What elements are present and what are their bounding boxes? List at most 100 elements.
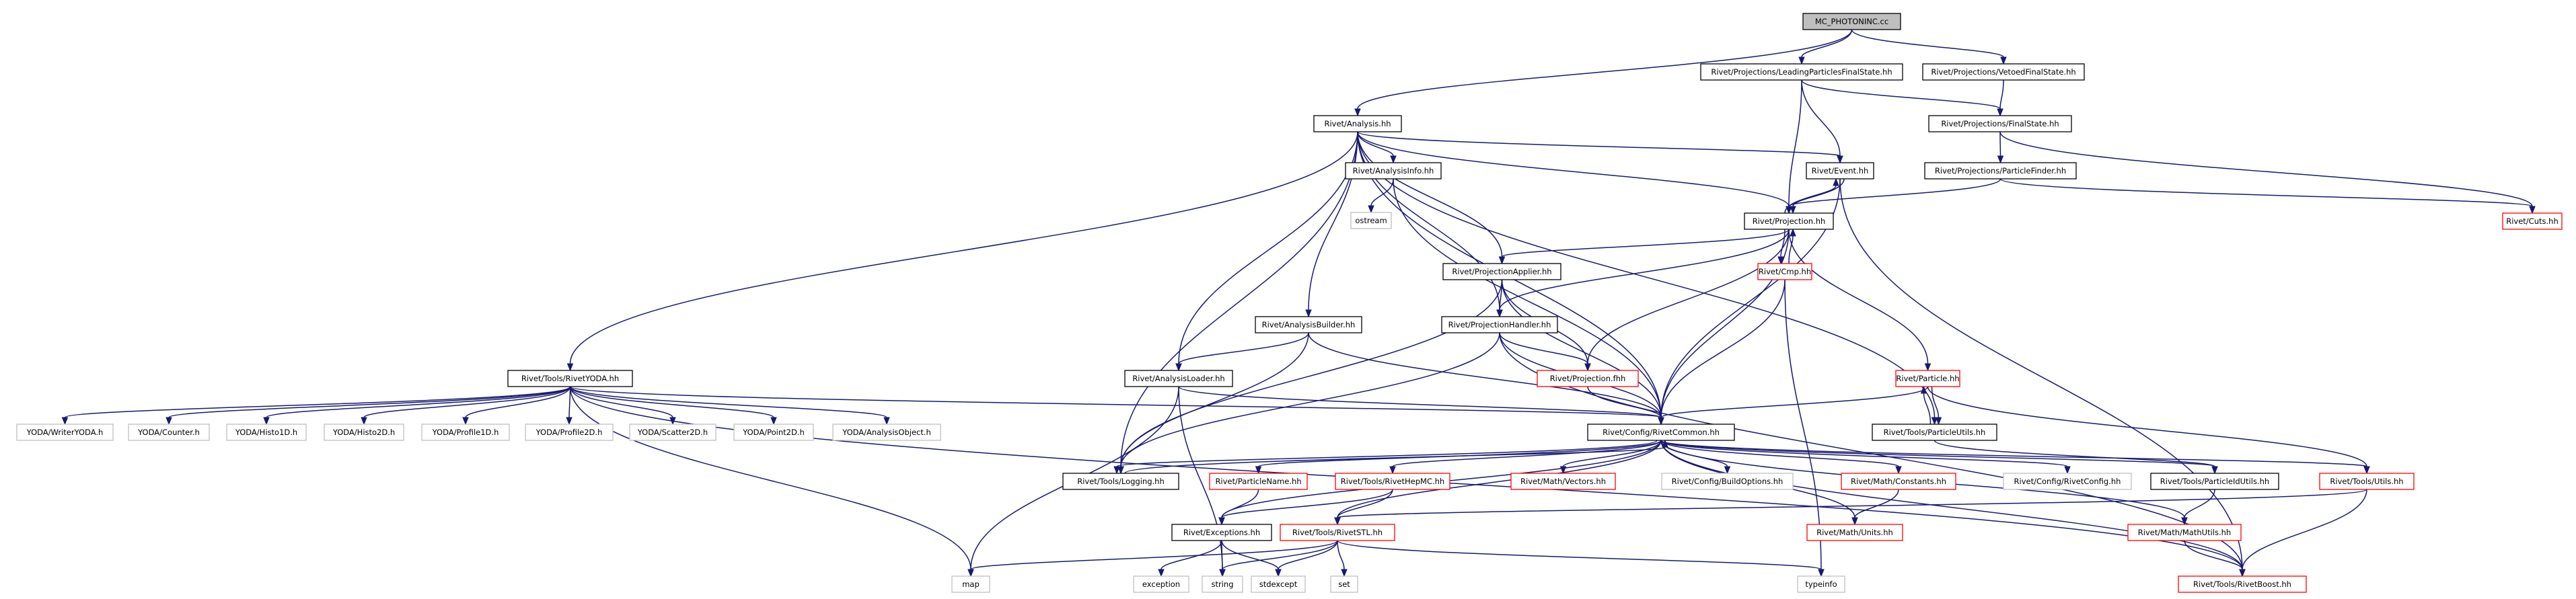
edge-rivetstl-to-set bbox=[1337, 540, 1345, 570]
edge-event-to-projection bbox=[1792, 178, 1845, 207]
arrowhead-rivetyoda-to-histo2d bbox=[361, 417, 367, 426]
node-projectionfhh[interactable]: Rivet/Projection.fhh bbox=[1537, 370, 1639, 387]
node-exceptions[interactable]: Rivet/Exceptions.hh bbox=[1171, 524, 1272, 541]
node-particle[interactable]: Rivet/Particle.hh bbox=[1895, 370, 1960, 387]
node-cmp[interactable]: Rivet/Cmp.hh bbox=[1757, 263, 1812, 280]
node-event[interactable]: Rivet/Event.hh bbox=[1806, 162, 1874, 179]
node-vectors[interactable]: Rivet/Math/Vectors.hh bbox=[1510, 473, 1616, 490]
edge-rivetcommon-to-rivetboost bbox=[1660, 440, 2243, 570]
node-box bbox=[1841, 473, 1956, 490]
edge-mc-photoninc-to-analysis bbox=[1357, 29, 1853, 110]
node-box bbox=[507, 370, 633, 387]
arrowhead-rivetstl-to-string bbox=[1219, 569, 1226, 577]
node-box bbox=[1280, 524, 1395, 541]
edge-projection-to-particle bbox=[1788, 229, 1929, 364]
node-rivethepmc[interactable]: Rivet/Tools/RivetHepMC.hh bbox=[1335, 473, 1450, 490]
node-label: Rivet/Config/BuildOptions.hh bbox=[1672, 477, 1783, 486]
node-label: Rivet/Config/RivetConfig.hh bbox=[2014, 477, 2121, 486]
arrowhead-rivetcommon-to-buildoptions bbox=[1724, 466, 1731, 475]
node-label: typeinfo bbox=[1805, 580, 1837, 589]
node-cuts[interactable]: Rivet/Cuts.hh bbox=[2502, 212, 2563, 230]
node-rivetcommon[interactable]: Rivet/Config/RivetCommon.hh bbox=[1587, 424, 1735, 441]
node-projhandler[interactable]: Rivet/ProjectionHandler.hh bbox=[1441, 316, 1558, 333]
arrowhead-utils-to-rivetstl bbox=[1334, 517, 1341, 526]
node-analysisinfo[interactable]: Rivet/AnalysisInfo.hh bbox=[1345, 162, 1442, 179]
arrowhead-particleidutils-to-mathutils bbox=[2181, 517, 2188, 526]
arrowhead-constants-to-units bbox=[1851, 517, 1858, 526]
node-analysis[interactable]: Rivet/Analysis.hh bbox=[1313, 115, 1402, 132]
node-particleidutils[interactable]: Rivet/Tools/ParticleIdUtils.hh bbox=[2150, 473, 2279, 490]
node-box bbox=[2003, 473, 2132, 490]
node-box bbox=[733, 424, 814, 441]
edge-projection-to-projectionfhh bbox=[1587, 229, 1790, 364]
node-rivetyoda[interactable]: Rivet/Tools/RivetYODA.hh bbox=[507, 370, 633, 387]
node-label: YODA/Histo1D.h bbox=[235, 428, 297, 437]
edge-projapplier-to-rivetcommon bbox=[1501, 279, 1662, 418]
edge-mathutils-to-rivetboost bbox=[2184, 540, 2243, 570]
node-finalstate[interactable]: Rivet/Projections/FinalState.hh bbox=[1928, 115, 2072, 132]
arrowhead-analysis-to-rivetyoda bbox=[566, 363, 574, 372]
node-map: map bbox=[951, 575, 990, 593]
edge-analysis-to-rivetyoda bbox=[569, 131, 1358, 364]
node-lpfs[interactable]: Rivet/Projections/LeadingParticlesFinalS… bbox=[1700, 63, 1903, 81]
node-mathutils[interactable]: Rivet/Math/MathUtils.hh bbox=[2127, 524, 2242, 541]
node-box bbox=[16, 424, 114, 441]
arrowhead-analysisbuilder-to-analysisloader bbox=[1175, 363, 1182, 372]
node-box bbox=[629, 424, 716, 441]
edge-rivetyoda-to-profile2d bbox=[568, 386, 571, 418]
edge-analysisloader-to-string bbox=[1178, 386, 1223, 570]
node-rivetboost[interactable]: Rivet/Tools/RivetBoost.hh bbox=[2178, 575, 2307, 593]
node-box bbox=[1124, 370, 1233, 387]
node-box bbox=[1806, 162, 1874, 179]
node-analysisloader[interactable]: Rivet/AnalysisLoader.hh bbox=[1124, 370, 1233, 387]
node-analysisbuilder[interactable]: Rivet/AnalysisBuilder.hh bbox=[1255, 316, 1362, 333]
arrowhead-rivetcommon-to-logging bbox=[1113, 466, 1120, 475]
node-rivetstl[interactable]: Rivet/Tools/RivetSTL.hh bbox=[1280, 524, 1395, 541]
node-label: YODA/AnalysisObject.h bbox=[842, 428, 931, 437]
node-label: Rivet/Projections/VetoedFinalState.hh bbox=[1931, 67, 2075, 77]
arrowhead-particleutils-to-particle bbox=[1920, 385, 1927, 394]
node-projapplier[interactable]: Rivet/ProjectionApplier.hh bbox=[1442, 263, 1561, 280]
node-histo1d: YODA/Histo1D.h bbox=[226, 424, 307, 441]
edge-projection-to-cmp bbox=[1780, 229, 1786, 257]
node-box bbox=[324, 424, 404, 441]
edge-rivetcommon-to-rivetstl bbox=[1337, 440, 1662, 518]
edge-event-to-rivetboost bbox=[1839, 178, 2243, 570]
node-ostream: ostream bbox=[1350, 212, 1392, 229]
node-box bbox=[525, 424, 614, 441]
node-box bbox=[421, 424, 510, 441]
arrowhead-particle-to-particleutils bbox=[1935, 417, 1942, 426]
node-projection[interactable]: Rivet/Projection.hh bbox=[1744, 212, 1834, 230]
node-label: Rivet/Tools/RivetBoost.hh bbox=[2193, 580, 2291, 589]
node-logging[interactable]: Rivet/Tools/Logging.hh bbox=[1062, 473, 1179, 490]
node-box bbox=[1700, 63, 1903, 81]
edge-exceptions-to-exception bbox=[1161, 540, 1222, 570]
node-particlename[interactable]: Rivet/ParticleName.hh bbox=[1209, 473, 1308, 490]
edge-rivetcommon-to-rivetconfig bbox=[1660, 440, 2068, 467]
node-vfs[interactable]: Rivet/Projections/VetoedFinalState.hh bbox=[1922, 63, 2085, 81]
edge-rivetyoda-to-counter bbox=[168, 386, 571, 418]
arrowhead-analysisbuilder-to-logging bbox=[1117, 466, 1124, 475]
arrowhead-rivethepmc-to-exceptions bbox=[1218, 517, 1225, 526]
node-mc-photoninc[interactable]: MC_PHOTONINC.cc bbox=[1802, 13, 1901, 30]
edge-utils-to-rivetboost bbox=[2242, 489, 2367, 570]
edge-particlename-to-exceptions bbox=[1221, 489, 1259, 518]
arrowhead-analysis-to-analysisbuilder bbox=[1305, 309, 1312, 318]
arrowhead-rivetstl-to-set bbox=[1341, 569, 1348, 577]
node-label: Rivet/Cmp.hh bbox=[1759, 267, 1811, 276]
edge-particle-to-particleutils bbox=[1931, 386, 1940, 418]
node-particleutils[interactable]: Rivet/Tools/ParticleUtils.hh bbox=[1872, 424, 1997, 441]
node-units[interactable]: Rivet/Math/Units.hh bbox=[1806, 524, 1903, 541]
node-utils[interactable]: Rivet/Tools/Utils.hh bbox=[2319, 473, 2415, 490]
edge-projection-to-rivetcommon bbox=[1660, 229, 1790, 418]
node-particlefinder[interactable]: Rivet/Projections/ParticleFinder.hh bbox=[1924, 162, 2077, 179]
node-label: map bbox=[962, 580, 980, 589]
node-box bbox=[2319, 473, 2415, 490]
node-box bbox=[1587, 424, 1735, 441]
node-constants[interactable]: Rivet/Math/Constants.hh bbox=[1841, 473, 1956, 490]
node-label: YODA/Counter.h bbox=[137, 428, 200, 437]
edge-lpfs-to-event bbox=[1801, 79, 1841, 157]
arrowhead-rivetcommon-to-rivethepmc bbox=[1389, 466, 1396, 475]
arrowhead-projection-to-particle bbox=[1924, 363, 1931, 372]
node-box bbox=[1895, 370, 1960, 387]
